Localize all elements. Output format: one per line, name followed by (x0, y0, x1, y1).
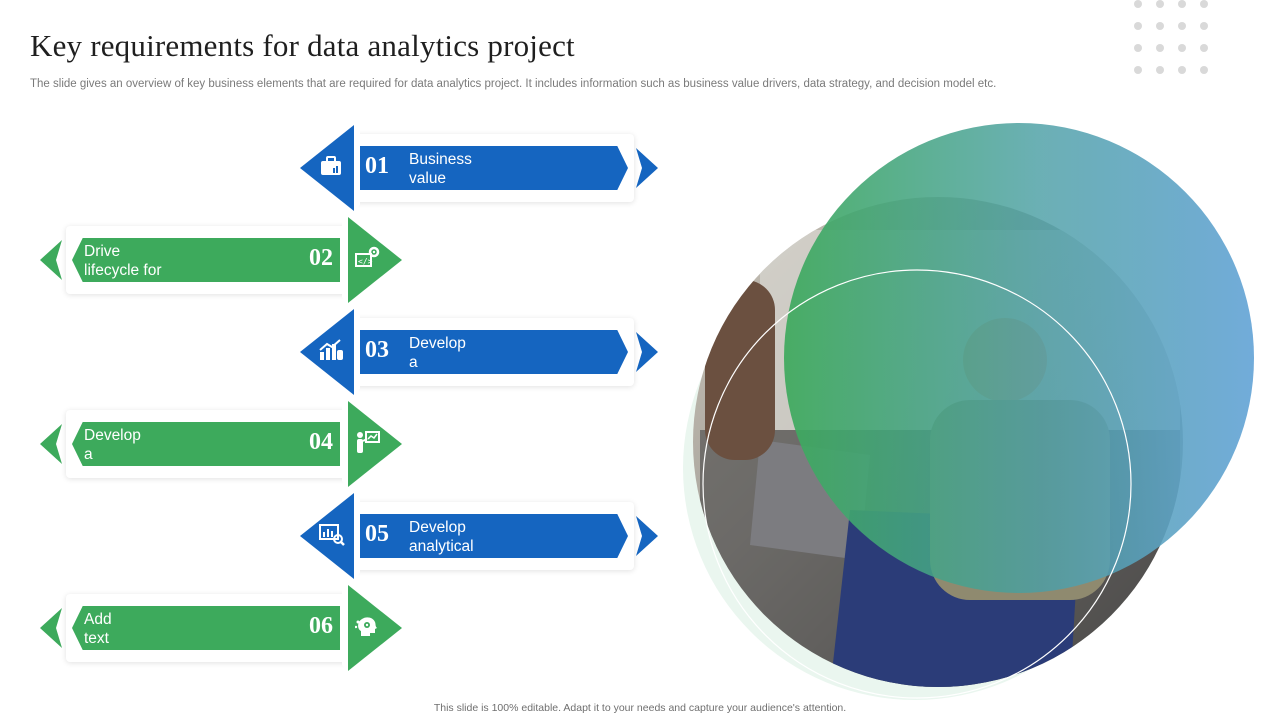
requirement-number: 02 (309, 245, 333, 271)
page-title: Key requirements for data analytics proj… (30, 28, 575, 63)
page-subtitle: The slide gives an overview of key busin… (30, 78, 997, 90)
requirement-label: Business value drivers (409, 151, 472, 206)
decorative-dot (1156, 22, 1164, 30)
requirement-label: Drive lifecycle for model development (84, 243, 173, 317)
head-gears-icon (355, 617, 377, 636)
requirement-number: 03 (365, 337, 389, 363)
requirement-band (360, 514, 628, 558)
code-gear-icon: </> (355, 246, 380, 267)
gradient-circle (784, 123, 1254, 593)
decorative-dot (1200, 0, 1208, 8)
decorative-dot (1134, 44, 1142, 52)
requirement-arrow-tip (636, 148, 658, 188)
briefcase-chart-icon (321, 156, 341, 175)
decorative-dot (1200, 22, 1208, 30)
requirement-band (360, 146, 628, 190)
decorative-dot (1134, 0, 1142, 8)
requirement-number: 04 (309, 429, 333, 455)
outline-ring (702, 269, 1132, 699)
requirement-band (360, 330, 628, 374)
requirement-band (72, 422, 340, 466)
requirement-number: 01 (365, 153, 389, 179)
requirement-label: Develop analytical solution (409, 519, 474, 574)
requirement-label: Add text here (84, 611, 116, 666)
decorative-dot (1156, 0, 1164, 8)
requirement-number: 05 (365, 521, 389, 547)
footer-note: This slide is 100% editable. Adapt it to… (433, 702, 847, 714)
decorative-dot (1134, 66, 1142, 74)
requirement-number: 06 (309, 613, 333, 639)
requirement-arrow-tip (40, 240, 62, 280)
requirement-diamond (342, 401, 402, 487)
requirement-band (72, 238, 340, 282)
requirement-label: Develop a data strategy (409, 335, 466, 409)
bar-chart-hand-icon (319, 339, 343, 360)
chart-magnifier-icon (319, 524, 345, 546)
decorative-dot (1200, 66, 1208, 74)
requirement-band (72, 606, 340, 650)
requirement-arrow-tip (40, 424, 62, 464)
decorative-dot (1200, 44, 1208, 52)
requirement-arrow-tip (40, 608, 62, 648)
decorative-dot (1134, 22, 1142, 30)
decorative-dot (1156, 44, 1164, 52)
decorative-dot (1178, 0, 1186, 8)
requirement-arrow-tip (636, 516, 658, 556)
decorative-dot (1178, 22, 1186, 30)
decorative-dot (1178, 44, 1186, 52)
decorative-dot (1156, 66, 1164, 74)
svg-text:</>: </> (358, 257, 373, 266)
decorative-dot (1178, 66, 1186, 74)
requirement-label: Develop a decision model (84, 427, 141, 501)
requirement-arrow-tip (636, 332, 658, 372)
presenter-board-icon (357, 431, 380, 453)
requirement-diamond (342, 217, 402, 303)
